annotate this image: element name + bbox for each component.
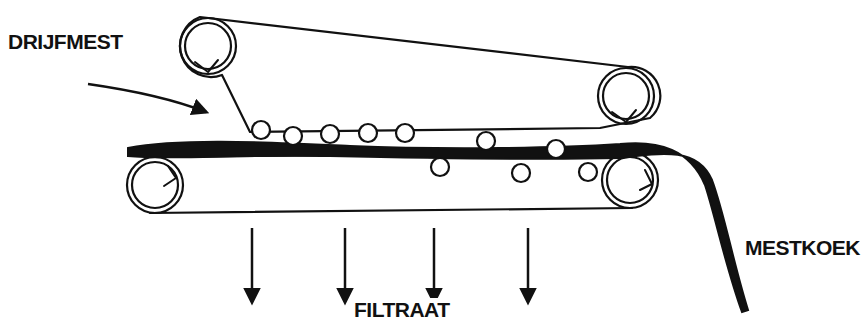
upper-belt: [180, 17, 660, 132]
output-label: MESTKOEK: [743, 236, 862, 259]
upper-roller-inner: [603, 73, 649, 119]
filtrate-arrows: [252, 228, 528, 302]
lower-roller: [127, 157, 183, 213]
input-label: DRIJFMEST: [6, 30, 125, 53]
manure-layer: [128, 142, 748, 312]
upper-roller-inner: [185, 23, 231, 69]
lower-roller: [602, 152, 658, 208]
upper-roller: [180, 18, 236, 74]
upper-roller: [598, 68, 654, 124]
feed-arrow: [88, 84, 206, 112]
pressure-rollers: [252, 121, 597, 182]
lower-roller-inner: [607, 157, 653, 203]
lower-belt: [150, 152, 632, 213]
filtrate-label: FILTRAAT: [352, 298, 452, 321]
lower-roller-inner: [132, 162, 178, 208]
